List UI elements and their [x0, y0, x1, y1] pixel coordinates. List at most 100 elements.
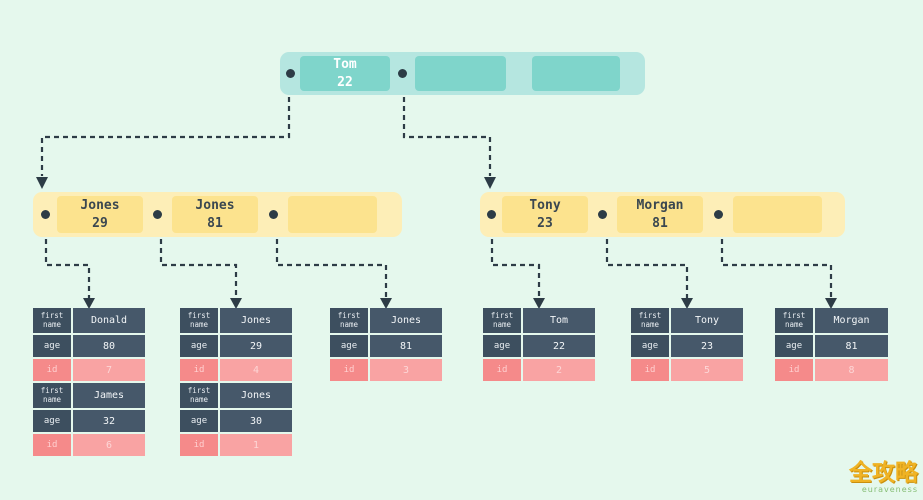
key-value: 29 — [92, 215, 108, 231]
table-row: id 2 — [483, 359, 595, 383]
pointer-dot-icon — [713, 210, 723, 219]
pointer-dot-icon — [285, 69, 295, 78]
key-cell: Jones 81 — [172, 196, 258, 233]
empty-key-cell — [733, 196, 822, 233]
label-line: first — [337, 310, 361, 320]
label-line: name — [640, 319, 660, 329]
table-row: age 29 — [180, 335, 292, 359]
field-label-age: age — [631, 335, 671, 357]
arrow-down-icon — [230, 298, 242, 309]
key-cell: Tony 23 — [502, 196, 588, 233]
connector-line — [40, 79, 291, 176]
first-name-value: Jones — [220, 308, 292, 333]
pointer-dot-icon — [40, 210, 50, 219]
key-name: Tom — [333, 56, 357, 72]
first-name-value: Morgan — [815, 308, 888, 333]
field-label-id: id — [775, 359, 815, 381]
internal-node-left: Jones 29 Jones 81 — [33, 192, 402, 237]
connector-line — [275, 221, 388, 299]
node-spacer — [620, 52, 645, 95]
key-name: Jones — [195, 197, 235, 213]
key-name: Tony — [529, 197, 561, 213]
arrow-down-icon — [825, 298, 837, 309]
watermark-subtitle: euraveness — [861, 485, 918, 494]
field-label-id: id — [330, 359, 370, 381]
key-cell: Morgan 81 — [617, 196, 703, 233]
connector-line — [605, 221, 689, 299]
age-value: 30 — [220, 410, 292, 432]
pointer-slot — [390, 52, 415, 95]
key-cell: Jones 29 — [57, 196, 143, 233]
age-value: 23 — [671, 335, 743, 357]
first-name-value: Donald — [73, 308, 145, 333]
root-empty-cell — [415, 56, 506, 91]
pointer-slot — [33, 192, 57, 237]
age-value: 29 — [220, 335, 292, 357]
arrowhead-icons — [36, 177, 837, 309]
first-name-value: Jones — [220, 383, 292, 408]
label-line: first — [187, 310, 211, 320]
field-label-age: age — [180, 410, 220, 432]
age-value: 22 — [523, 335, 595, 357]
table-row: id 7 — [33, 359, 145, 383]
field-label-age: age — [33, 410, 73, 432]
field-label-id: id — [180, 359, 220, 381]
arrow-down-icon — [36, 177, 48, 189]
table-row: id 5 — [631, 359, 743, 383]
node-spacer — [822, 192, 845, 237]
table-row: age 32 — [33, 410, 145, 434]
field-label-id: id — [33, 359, 73, 381]
pointer-slot — [703, 192, 733, 237]
key-value: 22 — [337, 74, 353, 90]
arrow-down-icon — [484, 177, 496, 189]
table-row: id 3 — [330, 359, 442, 383]
empty-key-cell — [288, 196, 377, 233]
first-name-value: James — [73, 383, 145, 408]
root-empty-cell — [532, 56, 620, 91]
table-row: age 23 — [631, 335, 743, 359]
id-value: 8 — [815, 359, 888, 381]
key-name: Jones — [80, 197, 120, 213]
connector-line — [159, 221, 238, 299]
pointer-dot-icon — [486, 210, 496, 219]
table-row: id 8 — [775, 359, 888, 383]
pointer-dot-icon — [153, 210, 162, 219]
label-line: name — [492, 319, 512, 329]
table-row: age 81 — [775, 335, 888, 359]
connector-line — [720, 221, 833, 299]
label-line: name — [42, 319, 62, 329]
label-line: name — [189, 394, 209, 404]
key-name: Morgan — [636, 197, 684, 213]
field-label-age: age — [775, 335, 815, 357]
table-row: id 1 — [180, 434, 292, 458]
label-line: name — [339, 319, 359, 329]
table-row: age 22 — [483, 335, 595, 359]
label-line: first — [782, 310, 806, 320]
watermark: 全攻略 euraveness — [849, 462, 918, 495]
key-value: 81 — [652, 215, 668, 231]
id-value: 1 — [220, 434, 292, 456]
field-label-age: age — [330, 335, 370, 357]
connector-line — [402, 79, 492, 176]
field-label-id: id — [631, 359, 671, 381]
key-value: 81 — [207, 215, 223, 231]
arrow-down-icon — [681, 298, 693, 309]
pointer-dot-icon — [598, 210, 607, 219]
table-row: id 6 — [33, 434, 145, 458]
label-line: first — [40, 385, 64, 395]
